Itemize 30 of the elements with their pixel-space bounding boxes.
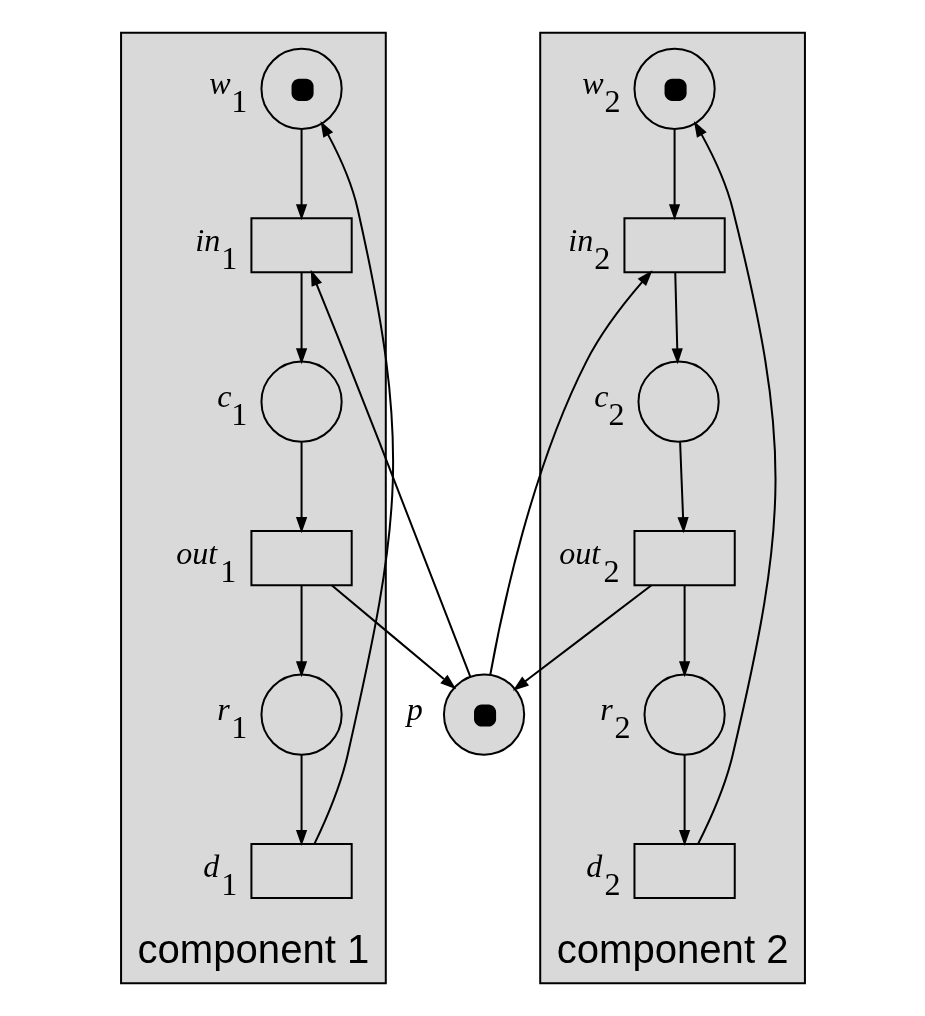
arrow (295, 129, 307, 221)
arrow (330, 584, 456, 690)
arrow (668, 129, 680, 221)
arrow (310, 269, 471, 677)
arrow (313, 120, 394, 844)
arrow (671, 272, 683, 365)
node-box (622, 217, 726, 274)
node-circle (643, 673, 726, 756)
node-circle (442, 673, 525, 756)
node-box (249, 842, 353, 900)
arrow (693, 120, 776, 844)
arrow (676, 442, 689, 534)
arrow (512, 584, 652, 691)
arrow (295, 755, 307, 847)
node-box (632, 842, 736, 900)
node-circle (259, 673, 343, 756)
arrow (295, 585, 307, 678)
node-label: p (406, 691, 423, 728)
node-circle (636, 360, 720, 443)
arrow (295, 272, 307, 365)
node-circle (259, 47, 343, 130)
node-circle (632, 47, 716, 130)
arrow (678, 585, 690, 678)
arrow (488, 270, 652, 675)
node-circle (259, 360, 343, 443)
arrow (678, 755, 690, 847)
arrow (295, 442, 307, 534)
node-box (249, 217, 353, 274)
node-box (632, 530, 736, 587)
node-box (249, 530, 353, 587)
